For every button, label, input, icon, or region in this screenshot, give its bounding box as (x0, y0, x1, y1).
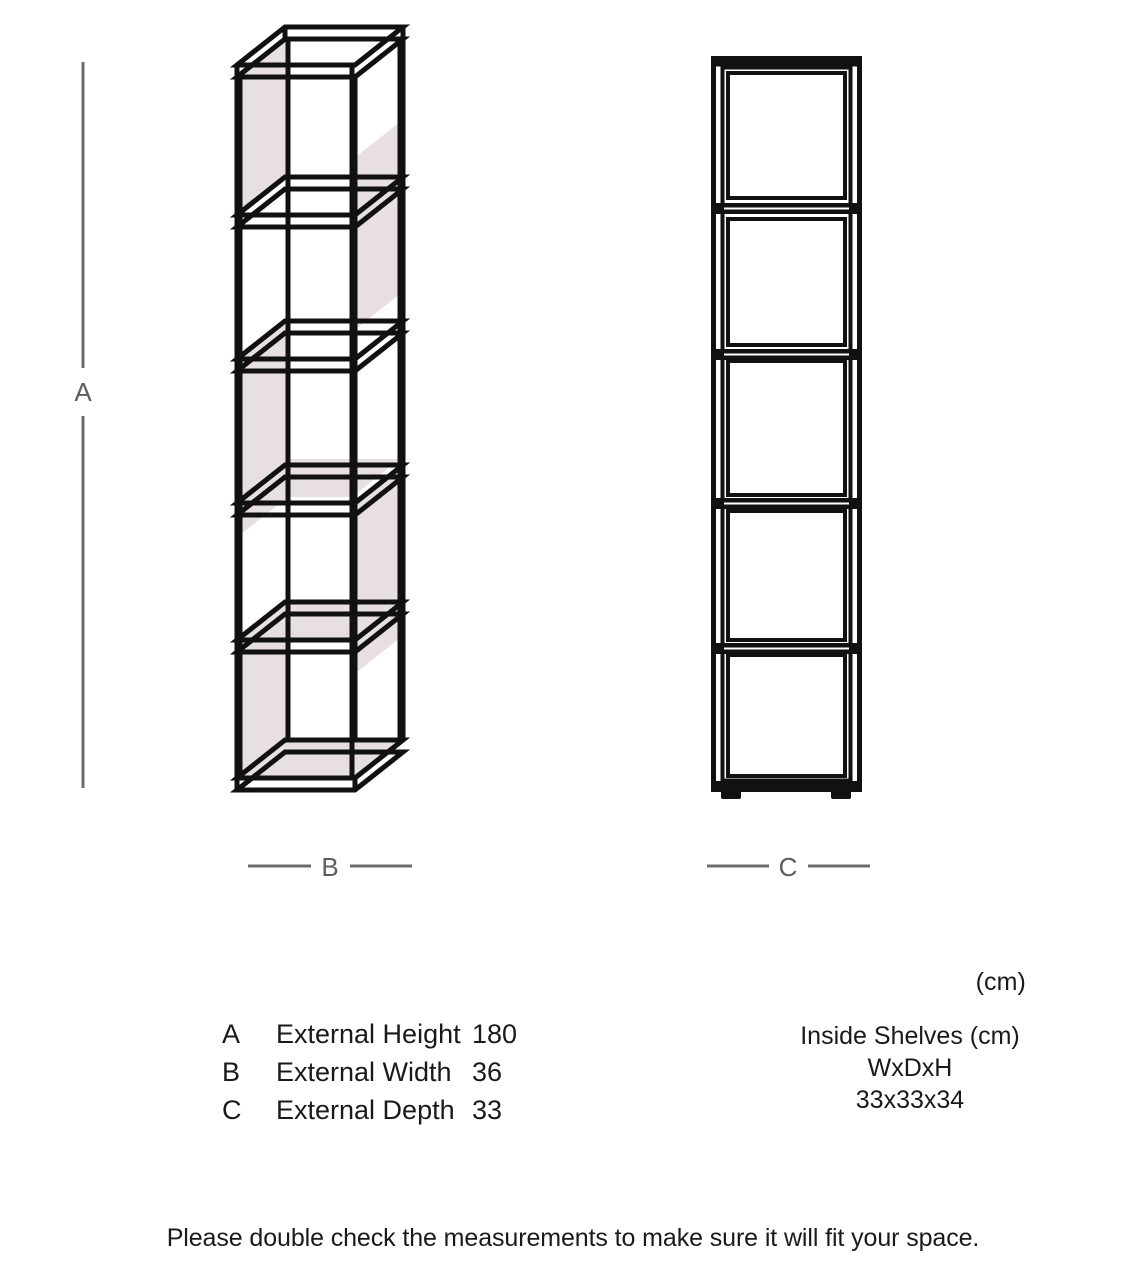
panel-shade (240, 602, 288, 778)
panel-shade (352, 122, 400, 332)
perspective-view (229, 24, 411, 793)
side-view-outer-frame (711, 56, 862, 792)
inside-shelves-format: WxDxH (867, 1054, 953, 1082)
side-view-inner-frame (720, 65, 853, 783)
side-top-cap (713, 58, 860, 67)
spec-label: External Width (276, 1057, 452, 1087)
drawings-svg: A (74, 24, 870, 882)
dimension-label-c: C (779, 852, 798, 882)
shelf-slabs (229, 174, 411, 655)
table-row: C External Depth 33 (222, 1094, 517, 1132)
dimension-label-b: B (321, 852, 338, 882)
spec-value: 36 (472, 1057, 503, 1087)
feet (721, 790, 851, 799)
inside-shelves-title: Inside Shelves (cm) (800, 1022, 1020, 1050)
foot-left (721, 790, 741, 799)
spec-key: A (222, 1019, 241, 1049)
spec-value: 180 (472, 1019, 518, 1049)
specifications-table: A External Height 180 B External Width 3… (222, 1018, 517, 1132)
dimension-marker-b: B (248, 852, 412, 882)
spec-key: B (222, 1057, 241, 1087)
spec-key: C (222, 1095, 242, 1125)
dimension-marker-c: C (707, 852, 870, 882)
foot-right (831, 790, 851, 799)
inside-shelves-value: 33x33x34 (855, 1086, 965, 1114)
divider-highlight (724, 207, 849, 650)
spec-label: External Height (276, 1019, 461, 1049)
spec-value: 33 (472, 1095, 503, 1125)
side-view (711, 56, 862, 799)
footer-note: Please double check the measurements to … (166, 1224, 980, 1252)
dimension-label-a: A (74, 377, 92, 407)
shaded-panels (240, 39, 400, 778)
table-row: A External Height 180 (222, 1018, 517, 1056)
table-row: B External Width 36 (222, 1056, 517, 1094)
side-compartments (726, 71, 847, 778)
dimension-marker-a: A (74, 62, 92, 788)
side-base-cap (713, 781, 860, 790)
base-panel (229, 737, 411, 793)
inside-shelves-block: Inside Shelves (cm) WxDxH 33x33x34 (702, 1020, 1118, 1116)
panel-shade (240, 39, 288, 215)
side-shelf-dividers (713, 203, 860, 654)
product-drawings: A (74, 24, 870, 882)
spec-label: External Depth (276, 1095, 455, 1125)
unit-header: (cm) (975, 968, 1026, 996)
